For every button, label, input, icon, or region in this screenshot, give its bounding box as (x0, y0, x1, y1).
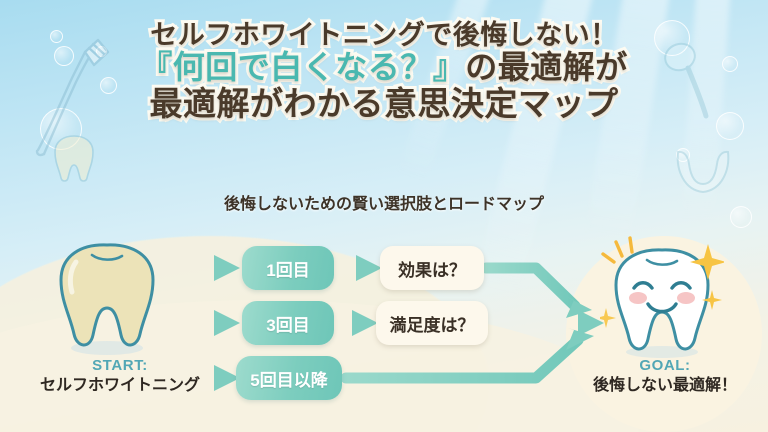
question-pill-2[interactable]: 満足度は？ (376, 301, 488, 345)
start-tooth-icon (59, 243, 155, 355)
goal-label-value: 後悔しない最適解！ (592, 376, 737, 394)
title-line-3: 最適解がわかる意思決定マップ (147, 82, 622, 125)
goal-tooth-icon (600, 236, 724, 358)
start-label-key: START: (92, 357, 148, 374)
title-line-2-rest: の最適解が (462, 46, 630, 88)
question-pill-1[interactable]: 効果は？ (380, 246, 484, 290)
title-highlight: 『何回で白くなる？』 (137, 46, 468, 88)
step-pill-1[interactable]: 1回目 (242, 246, 334, 290)
title-block: セルフホワイトニングで後悔しない！ 『何回で白くなる？』の最適解が 最適解がわか… (0, 17, 768, 125)
step-pill-3[interactable]: 5回目以降 (236, 356, 342, 400)
start-caption: START: セルフホワイトニング (10, 357, 230, 396)
goal-label-key: GOAL: (639, 357, 691, 374)
title-line-2: 『何回で白くなる？』の最適解が (0, 46, 768, 88)
step-pill-2[interactable]: 3回目 (242, 301, 334, 345)
start-label-value: セルフホワイトニング (39, 376, 200, 394)
title-line-1: セルフホワイトニングで後悔しない！ (147, 17, 620, 53)
subtitle: 後悔しないための賢い選択肢とロードマップ (223, 196, 544, 213)
goal-caption: GOAL: 後悔しない最適解！ (570, 357, 760, 396)
